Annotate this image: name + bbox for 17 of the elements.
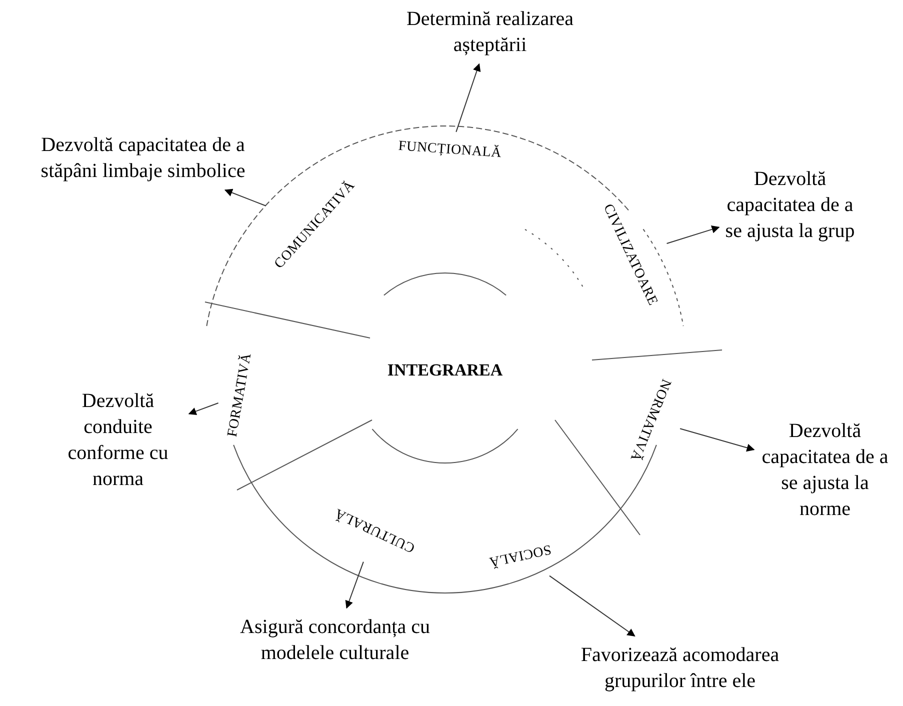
center-label: INTEGRAREA xyxy=(387,357,503,383)
ring-segment-label: SOCIALĂ xyxy=(486,538,554,572)
arrow xyxy=(224,188,266,206)
outcome-text: Favorizează acomodarea grupurilor între ele xyxy=(545,642,815,694)
arrow xyxy=(456,63,481,132)
outcome-text: Dezvoltă capacitatea de a se ajusta la norme xyxy=(760,418,890,522)
outcome-text: Determină realizarea așteptării xyxy=(380,6,600,58)
arrow xyxy=(345,561,364,609)
arrow xyxy=(549,575,636,636)
outcome-text: Asigură concordanța cu modelele culturale xyxy=(210,614,460,666)
arrow xyxy=(680,428,755,452)
outcome-text: Dezvoltă capacitatea de a se ajusta la grup xyxy=(725,166,855,244)
outcome-text: Dezvoltă conduite conforme cu norma xyxy=(53,388,183,492)
outcome-text: Dezvoltă capacitatea de a stăpâni limbaje simbolice xyxy=(23,132,263,184)
arrow xyxy=(666,226,720,244)
ring-segment-label: FUNCȚIONALĂ xyxy=(398,136,502,164)
arrow xyxy=(188,402,219,416)
